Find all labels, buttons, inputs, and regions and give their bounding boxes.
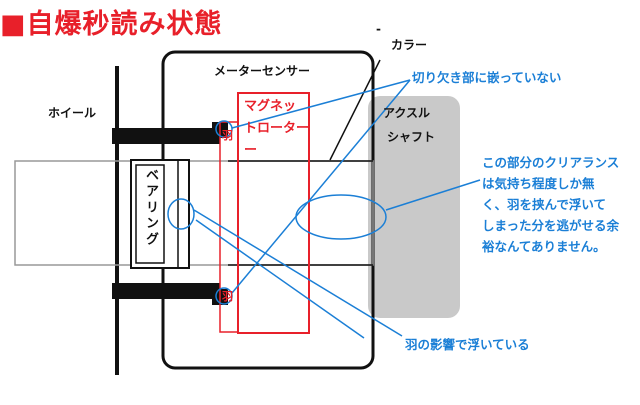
magnet-rotor-label-3: ー [244,143,258,158]
clearance-line-4: しまった分を逃がせる余 [482,218,620,233]
dash-mark: - [376,22,381,36]
page-title: ■自爆秒読み状態 [0,9,223,40]
axle-shaft [368,96,460,318]
wheel-flange-top [112,128,220,144]
clearance-line-2: は気持ち程度しか無 [482,176,595,191]
bearing-circle [167,198,195,230]
annotation-not-fitted: 切り欠き部に嵌っていない [412,70,562,85]
wheel-label: ホイール [48,106,97,120]
notch-circle-bottom [215,287,233,305]
clearance-line-3: く、羽を挟んで浮いて [482,197,607,212]
wheel-flange-bottom [112,283,220,299]
annotation-clearance: この部分のクリアランス は気持ち程度しか無 く、羽を挟んで浮いて しまった分を逃… [482,152,619,257]
annotation-floating: 羽の影響で浮いている [405,337,530,352]
axle-shaft-label-2: シャフト [387,130,436,144]
clearance-line-1: この部分のクリアランス [482,155,620,170]
leader-floating-2 [195,219,365,339]
collar-label: カラー [391,38,428,52]
bearing-inner [135,164,165,264]
magnet-rotor-label-2: トローター [244,121,310,136]
axle-shaft-label-1: アクスル [383,106,431,120]
notch-circle-top [215,120,233,138]
axle-outline [14,160,374,266]
leader-notch-top [231,79,411,129]
collar-leader [329,59,381,161]
leader-notch-bottom [231,79,411,294]
leader-clearance [385,179,481,211]
clearance-line-5: 裕なんてありません。 [482,239,606,254]
leader-floating [193,209,403,337]
meter-sensor-label: メーターセンサー [214,64,311,78]
magnet-rotor-label-1: マグネッ [244,99,297,114]
fin-bottom-label: 羽 [222,290,233,303]
bearing-label: ベアリング [143,168,158,248]
fin-top-label: 羽 [222,129,233,142]
